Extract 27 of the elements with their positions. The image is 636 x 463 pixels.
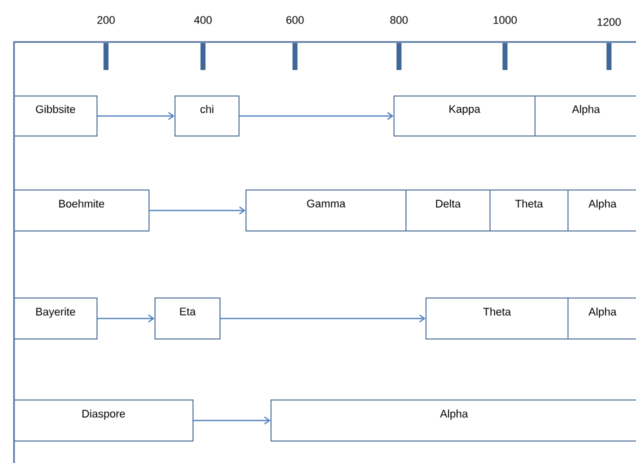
phase-box: Kappa (394, 95, 536, 136)
tick-label: 1200 (598, 18, 621, 26)
phase-box: Gamma (246, 189, 406, 232)
arrow (98, 314, 154, 322)
arrow (240, 112, 394, 120)
phase-box: Gibbsite (14, 95, 98, 136)
arrow (220, 314, 426, 322)
phase-box: Eta (154, 297, 220, 340)
phase-box: Alpha (270, 399, 636, 442)
phase-box: Theta (490, 189, 568, 232)
phase-box: Alpha (534, 95, 636, 136)
phase-box: Diaspore (14, 399, 194, 442)
phase-box: Alpha (568, 189, 636, 232)
arrow (150, 206, 246, 214)
arrow (194, 416, 270, 424)
phase-box: chi (174, 95, 240, 136)
phase-box: Delta (406, 189, 490, 232)
tick-label: 400 (194, 16, 212, 24)
tick-label: 600 (286, 16, 304, 24)
tick-label: 200 (97, 16, 115, 24)
arrow (98, 112, 174, 120)
tick-label: 1000 (494, 16, 517, 24)
phase-box: Bayerite (14, 297, 98, 340)
phase-box: Theta (426, 297, 568, 340)
tick-label: 800 (390, 16, 408, 24)
phase-box: Alpha (568, 297, 636, 340)
phase-box: Boehmite (14, 189, 150, 232)
